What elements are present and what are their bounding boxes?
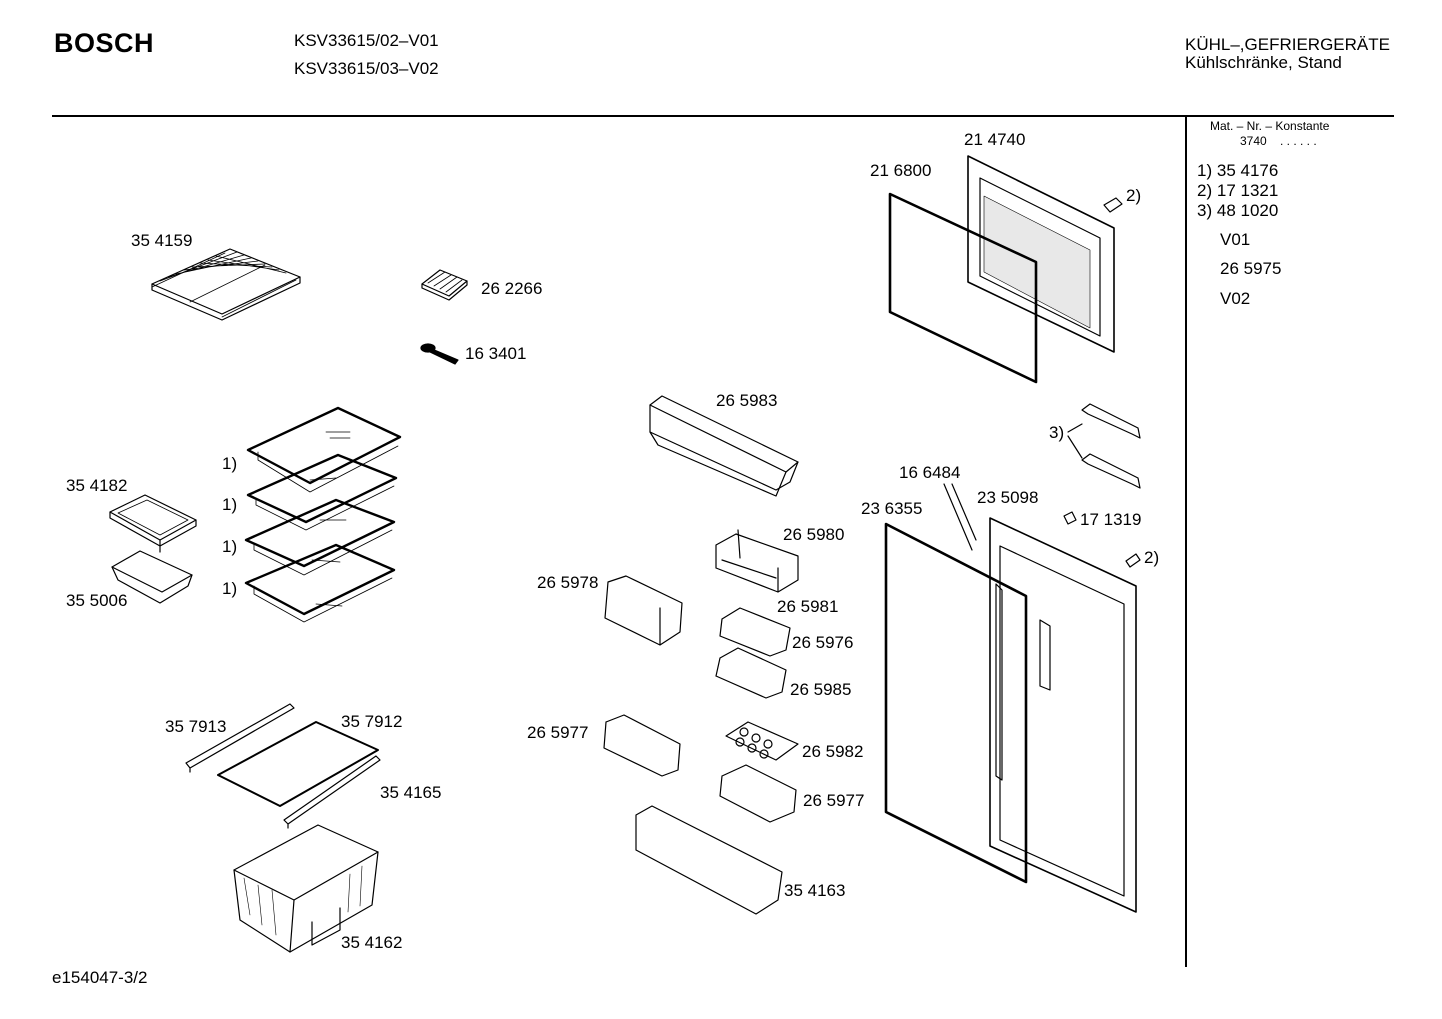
ref-marker: 2) (1197, 181, 1213, 200)
screw-leader-lines (943, 483, 977, 551)
shelf-marker-2: 1) (222, 495, 238, 514)
shelf-marker-3: 1) (222, 537, 238, 556)
label-part-171319: 17 1319 (1080, 510, 1142, 529)
label-tray: 35 5006 (66, 591, 128, 610)
ref-row-1: 1) 35 4176 (1197, 161, 1278, 181)
category-subtitle: Kühlschränke, Stand (1185, 53, 1342, 72)
ice-tray-part (421, 269, 468, 301)
ref-number: 17 1321 (1216, 181, 1279, 200)
label-freezer-door: 21 4740 (964, 130, 1026, 149)
label-bin-265980: 26 5980 (783, 525, 845, 544)
label-door-bin-bottom: 35 4163 (784, 881, 846, 900)
ref-marker: 1) (1197, 161, 1213, 180)
label-bin-265977-left: 26 5977 (527, 723, 589, 742)
label-wire-shelf: 35 4159 (131, 231, 193, 250)
variant-part-number: 26 5975 (1220, 259, 1282, 278)
cover-plate-part (185, 703, 381, 829)
label-small-shelf: 35 4182 (66, 476, 128, 495)
label-bin-265985: 26 5985 (790, 680, 852, 699)
handles-part (1067, 403, 1141, 489)
label-ice-tray: 26 2266 (481, 279, 543, 298)
shelf-marker-4: 1) (222, 579, 238, 598)
ref-marker: 3) (1197, 201, 1213, 220)
mat-heading: Mat. – Nr. – Konstante (1210, 119, 1330, 133)
ref-number: 48 1020 (1216, 201, 1279, 220)
ref-marker-2-bottom: 2) (1144, 548, 1160, 567)
label-main-door: 23 5098 (977, 488, 1039, 507)
label-bin-265981: 26 5981 (777, 597, 839, 616)
ref-number: 35 4176 (1216, 161, 1279, 180)
mat-value: 3740 (1240, 134, 1267, 148)
model-number-2: KSV33615/03–V02 (294, 59, 439, 78)
document-id: e154047-3/2 (52, 968, 148, 987)
ref-row-3: 3) 48 1020 (1197, 201, 1278, 221)
label-cover-plate: 35 7912 (341, 712, 403, 731)
shelf-marker-1: 1) (222, 454, 238, 473)
label-bin-265977-right: 26 5977 (803, 791, 865, 810)
door-bin-large-part (649, 395, 799, 497)
variant-v01: V01 (1220, 230, 1251, 249)
label-screws: 16 6484 (899, 463, 961, 482)
label-crisper: 35 4162 (341, 933, 403, 952)
label-tool-key: 16 3401 (465, 344, 527, 363)
model-number-1: KSV33615/02–V01 (294, 31, 439, 50)
label-rail-right: 35 4165 (380, 783, 442, 802)
ref-marker-3: 3) (1049, 423, 1065, 442)
category-title: KÜHL–,GEFRIERGERÄTE (1185, 35, 1390, 54)
ref-row-2: 2) 17 1321 (1197, 181, 1278, 201)
label-egg-tray: 26 5982 (802, 742, 864, 761)
glass-shelves-part (244, 406, 402, 616)
label-bin-265976: 26 5976 (792, 633, 854, 652)
label-freezer-gasket: 21 6800 (870, 161, 932, 180)
label-bin-265978: 26 5978 (537, 573, 599, 592)
variant-v02: V02 (1220, 289, 1251, 308)
ref-marker-2-top: 2) (1126, 186, 1142, 205)
wire-shelf-part (151, 248, 301, 321)
header-divider (52, 115, 1394, 117)
brand-logo: BOSCH (54, 28, 155, 58)
crisper-part (233, 824, 379, 953)
tool-key-part (420, 343, 459, 365)
freezer-door-part (888, 155, 1115, 384)
label-door-bin-large: 26 5983 (716, 391, 778, 410)
mat-dots: . . . . . . (1280, 134, 1317, 148)
label-rail-left: 35 7913 (165, 717, 227, 736)
door-bin-small-parts (603, 529, 799, 915)
tray-part (111, 550, 193, 604)
small-shelf-part (109, 494, 197, 553)
main-door-part (884, 517, 1137, 913)
glass-shelf-edges (253, 431, 399, 623)
hinge-icons (1063, 197, 1141, 568)
label-door-gasket: 23 6355 (861, 499, 923, 518)
sidebar-divider (1185, 116, 1187, 967)
